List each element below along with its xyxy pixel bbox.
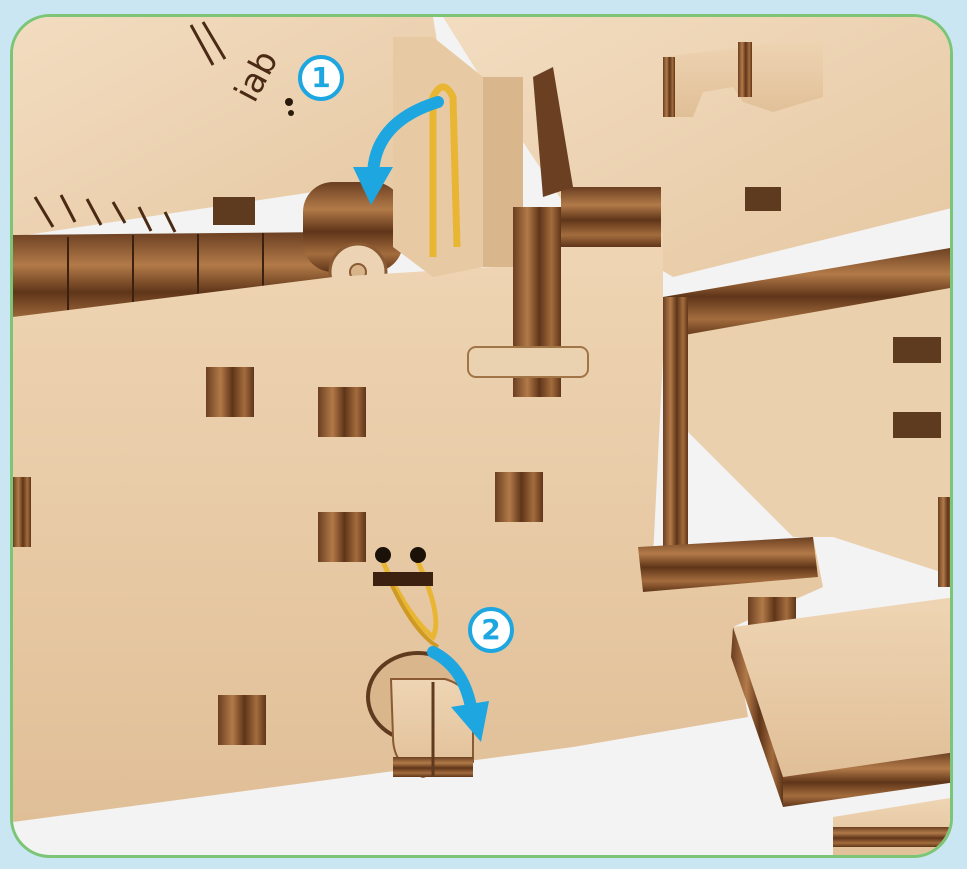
step-badge: 2 bbox=[468, 607, 514, 653]
engraving-dot bbox=[285, 98, 293, 106]
bottom-right-board bbox=[731, 597, 953, 858]
slot bbox=[745, 187, 781, 211]
illustration-frame: iab bbox=[10, 14, 953, 858]
assembly-scene: iab bbox=[13, 17, 953, 858]
peg bbox=[468, 347, 588, 377]
slot bbox=[213, 197, 255, 225]
right-tray bbox=[638, 247, 953, 592]
left-edge-stub bbox=[13, 477, 31, 547]
engraving-dot bbox=[288, 110, 294, 116]
step-badge: 1 bbox=[298, 55, 344, 101]
